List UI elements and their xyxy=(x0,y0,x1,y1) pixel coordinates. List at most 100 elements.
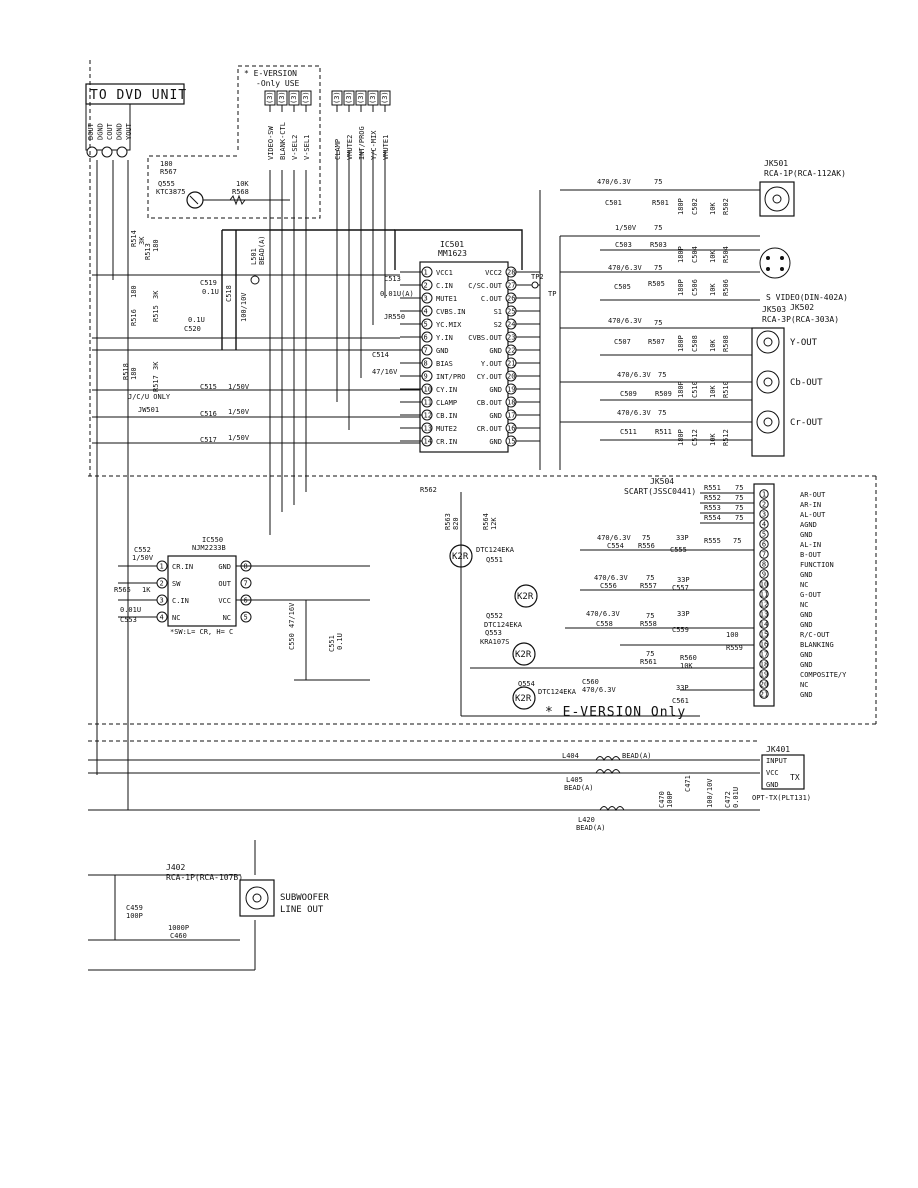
scart-pin-number: 9 xyxy=(762,570,766,578)
ic501-pin-name: BIAS xyxy=(436,360,453,368)
ic550-pin xyxy=(240,577,252,589)
svg-text:R514: R514 xyxy=(130,230,138,247)
scart-pin-name: R/C-OUT xyxy=(800,631,830,639)
ic501-pin-name: C.IN xyxy=(436,282,453,290)
scart-resistor-value: 75 xyxy=(735,484,743,492)
svg-text:C520: C520 xyxy=(184,325,201,333)
scart-pin-number: 17 xyxy=(760,650,768,658)
scart-pin xyxy=(759,519,769,529)
scart-pin xyxy=(759,549,769,559)
ic550-pin-name: CR.IN xyxy=(172,563,193,571)
ic501-ref: IC501 xyxy=(440,240,464,249)
dvd-pin-label: DGND xyxy=(97,123,105,140)
ic501-pin-number: 3 xyxy=(424,295,428,303)
scart-pin-number: 6 xyxy=(762,540,766,548)
scart-pin xyxy=(759,539,769,549)
svg-text:470/6.3V: 470/6.3V xyxy=(582,686,617,694)
scart-pin-name: COMPOSITE/Y xyxy=(800,671,847,679)
ic501-pin-number: 21 xyxy=(507,360,515,368)
svg-text:1/50V: 1/50V xyxy=(228,434,250,442)
svg-text:0.01U(A): 0.01U(A) xyxy=(380,290,414,298)
scart-pin-name: GND xyxy=(800,621,813,629)
svg-text:1/50V: 1/50V xyxy=(615,224,637,232)
svg-text:75: 75 xyxy=(658,371,666,379)
scart-pin-number: 18 xyxy=(760,660,768,668)
e-version-box: * E-VERSION -Only USE xyxy=(147,65,321,219)
svg-text:C459: C459 xyxy=(126,904,143,912)
control-line-label: V-SEL2 xyxy=(291,135,299,160)
scart-pin xyxy=(759,629,769,639)
svg-text:0.1U: 0.1U xyxy=(336,633,344,650)
ic501-pin-number: 4 xyxy=(424,308,428,316)
ic550-pin xyxy=(240,611,252,623)
ic501-pin-number: 14 xyxy=(424,438,432,446)
ic550-pin-name: SW xyxy=(172,580,181,588)
svg-text:IC550: IC550 xyxy=(202,536,223,544)
scart-pin xyxy=(759,669,769,679)
svg-text:180P: 180P xyxy=(677,246,685,263)
svg-text:C553: C553 xyxy=(120,616,137,624)
scart-pin-number: 19 xyxy=(760,670,768,678)
scart-resistor-value: 75 xyxy=(735,514,743,522)
svg-text:75: 75 xyxy=(646,574,654,582)
line-pin-number: (3) xyxy=(278,91,286,104)
svg-text:12K: 12K xyxy=(490,517,498,530)
svg-text:C513: C513 xyxy=(384,275,401,283)
scart-resistor-ref: R553 xyxy=(704,504,721,512)
scart-pin-number: 21 xyxy=(760,690,768,698)
svg-text:47/16V: 47/16V xyxy=(372,368,398,376)
scart-pin-number: 7 xyxy=(762,550,766,558)
line-pin-number: (3) xyxy=(290,91,298,104)
dvd-pin-label: COUT xyxy=(106,122,114,140)
svg-text:75: 75 xyxy=(654,319,662,327)
scart-pin xyxy=(759,589,769,599)
svg-text:R556: R556 xyxy=(638,542,655,550)
ic501-pin-number: 24 xyxy=(507,321,515,329)
svg-text:R503: R503 xyxy=(650,241,667,249)
ic501-pin-name: GND xyxy=(489,347,502,355)
svg-text:K2R: K2R xyxy=(452,552,469,562)
svg-text:100P: 100P xyxy=(126,912,143,920)
line-pin-number: (3) xyxy=(266,91,274,104)
svg-text:100P: 100P xyxy=(666,791,674,808)
svg-text:RCA-1P(RCA-107B): RCA-1P(RCA-107B) xyxy=(166,873,243,882)
ic550-pin-number: 3 xyxy=(160,597,164,605)
control-line-label: V-SEL1 xyxy=(303,135,311,160)
svg-text:C504: C504 xyxy=(691,246,699,263)
scart-pin-number: 12 xyxy=(760,600,768,608)
svg-text:C471: C471 xyxy=(684,775,692,792)
ic501-pin-number: 13 xyxy=(424,425,432,433)
scart-pin-name: AL-IN xyxy=(800,541,821,549)
svg-text:*SW:L= CR, H= C: *SW:L= CR, H= C xyxy=(170,628,233,636)
svg-text:C554: C554 xyxy=(607,542,624,550)
svg-text:10K: 10K xyxy=(709,339,717,352)
svg-text:R502: R502 xyxy=(722,198,730,215)
svg-text:J402: J402 xyxy=(166,863,185,872)
ic501-pin-number: 26 xyxy=(507,295,515,303)
svg-text:R558: R558 xyxy=(640,620,657,628)
svg-text:C502: C502 xyxy=(691,198,699,215)
line-out-label: LINE OUT xyxy=(280,905,324,915)
control-bus-wires xyxy=(269,150,386,535)
svg-text:10K: 10K xyxy=(709,433,717,446)
svg-text:100/10V: 100/10V xyxy=(240,292,248,322)
scart-pin-number: 13 xyxy=(760,610,768,618)
svg-text:KTC3875: KTC3875 xyxy=(156,188,186,196)
svg-text:75: 75 xyxy=(646,612,654,620)
scart-resistor-value: 75 xyxy=(735,494,743,502)
scart-pin xyxy=(759,529,769,539)
scart-pin-number: 15 xyxy=(760,630,768,638)
e-version-title: * E-VERSION xyxy=(244,69,297,78)
ic501-pin-number: 1 xyxy=(424,269,428,277)
ic501-pin-number: 27 xyxy=(507,282,515,290)
scart-resistor-ref: R554 xyxy=(704,514,721,522)
scart-pin xyxy=(759,619,769,629)
svg-text:JW501: JW501 xyxy=(138,406,159,414)
line-pin-number: (3) xyxy=(369,91,377,104)
svg-text:75: 75 xyxy=(658,409,666,417)
scart-pin-name: GND xyxy=(800,651,813,659)
svg-text:R508: R508 xyxy=(722,335,730,352)
ic501-pin-name: MUTE2 xyxy=(436,425,457,433)
scart-pin xyxy=(759,679,769,689)
svg-text:J/C/U ONLY: J/C/U ONLY xyxy=(128,393,171,401)
